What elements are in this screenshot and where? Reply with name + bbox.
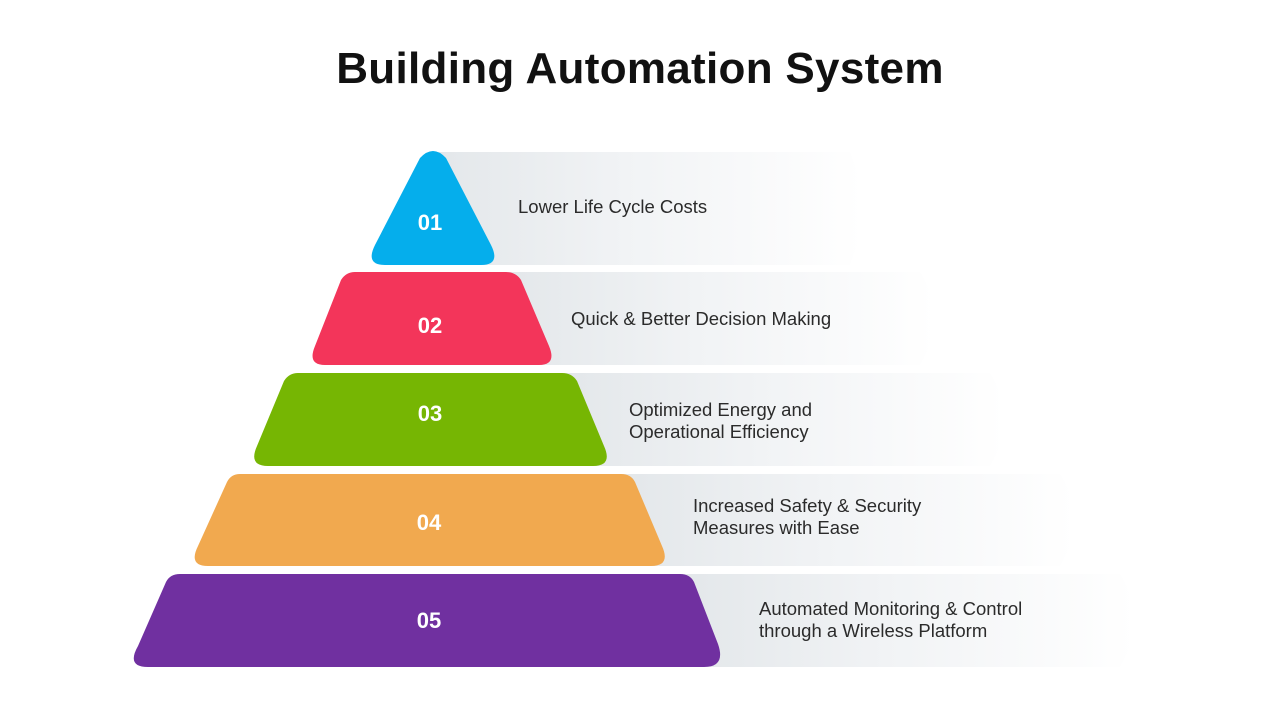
level-3-band [560, 373, 1005, 466]
level-2-band [500, 272, 935, 365]
level-1-band [430, 152, 863, 265]
level-1-label: Lower Life Cycle Costs [518, 196, 708, 217]
level-4-band [620, 474, 1075, 566]
level-2-number: 02 [418, 313, 442, 338]
level-3-label: Optimized Energy and Operational Efficie… [629, 399, 813, 442]
level-2-label: Quick & Better Decision Making [571, 308, 832, 329]
level-5-label: Automated Monitoring & Control through a… [759, 598, 1023, 641]
level-4-shape [194, 474, 665, 566]
level-5-shape [133, 574, 721, 667]
level-5-band [680, 574, 1135, 667]
level-3-shape [254, 373, 607, 466]
level-5-number: 05 [417, 608, 441, 633]
level-1-number: 01 [418, 210, 442, 235]
slide-title: Building Automation System [336, 44, 944, 93]
level-2-shape [312, 272, 552, 365]
level-4-label: Increased Safety & Security Measures wit… [693, 495, 922, 538]
level-1-shape [371, 151, 495, 265]
level-3-number: 03 [418, 401, 442, 426]
level-4-number: 04 [417, 510, 442, 535]
